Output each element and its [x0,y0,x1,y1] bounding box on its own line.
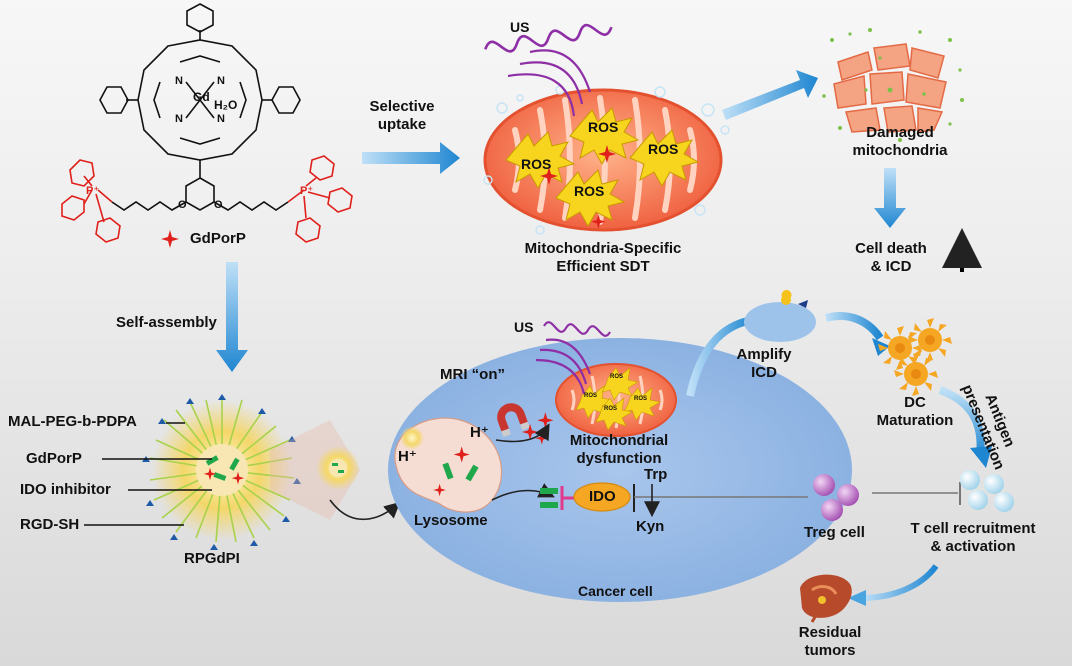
damaged-mitochondrion [822,28,964,142]
lysosome-label: Lysosome [414,512,488,529]
damaged-mito-label: Damaged mitochondria [852,124,948,159]
legend-leaders [84,422,212,526]
cell-death-label: Cell death & ICD [855,240,927,275]
gdporp-label: GdPorP [190,230,246,247]
rpgdpi-nanoparticle [142,394,301,550]
h2o-label: H₂O [214,98,238,112]
t-cells [960,470,1014,512]
p-atom-left: P⁺ [86,185,100,197]
kyn-label: Kyn [636,518,665,535]
us-wave-top-lines [507,49,592,117]
n-atom-1: N [175,75,183,87]
mito-dysfunction-label: Mitochondrial dysfunction [569,432,669,467]
to-ido-arrow [491,483,555,501]
liver-icon [800,574,852,623]
ros-small-2: ROS [610,374,624,380]
hplus-arrow [495,423,550,443]
cancer-cell-label: Cancer cell [578,583,653,599]
t-cell-label: T cell recruitment & activation [910,520,1036,555]
dc-cells [878,318,952,396]
mri-on-label: MRI “on” [440,366,505,383]
mri-magnet-icon [497,403,530,438]
gd-atom-label: Gd [193,90,210,104]
antigen-arrow [938,386,985,457]
ros-label-1: ROS [521,156,552,172]
us-label-bottom: US [514,319,534,335]
to-cell-death-arrow [874,168,906,228]
zoom-beam [270,420,360,520]
us-wave-bottom [535,321,611,395]
us-label-top: US [510,19,530,35]
amplify-icd-label: Amplify ICD [736,346,792,381]
hplus-label-b: H⁺ [470,424,489,441]
gdporp-molecule [99,3,301,211]
ido-label: IDO [589,488,616,505]
lysosome [394,417,503,513]
amplify-icd-cell [744,290,816,342]
self-assembly-arrow [216,262,248,372]
to-tumor-arrow [861,564,939,601]
selective-uptake-arrow [362,142,460,174]
ros-small-4: ROS [604,406,618,412]
tpp-left [61,159,121,243]
self-assembly-label: Self-assembly [116,314,217,331]
to-damaged-arrow [722,70,818,120]
to-lysosome-arrow [329,499,401,521]
hplus-label-a: H⁺ [398,448,417,465]
gdporp-star-legend [161,230,179,248]
ros-label-2: ROS [588,119,619,135]
n-atom-3: N [175,113,183,125]
ros-label-3: ROS [648,141,679,157]
o-atom-1: O [178,199,187,211]
mal-peg-label: MAL-PEG-b-PDPA [8,413,137,430]
selective-uptake-label: Selective uptake [369,98,435,133]
mito-specific-label: Mitochondria-Specific Efficient SDT [524,240,682,275]
gdporp-legend-label: GdPorP [26,450,82,467]
ros-label-4: ROS [574,183,605,199]
to-amplify-arrow [686,316,753,397]
residual-tumors-label: Residual tumors [798,624,862,659]
rpgdpi-label: RPGdPI [184,550,240,567]
trp-label: Trp [644,466,668,483]
ido-inhibitor-pair [540,486,574,510]
us-wave-top [484,23,613,53]
n-atom-4: N [217,113,225,125]
p-atom-right: P⁺ [300,185,314,197]
top-mitochondrion [483,85,730,235]
ros-small-1: ROS [584,393,598,399]
to-dc-arrow [824,312,884,341]
rgd-sh-label: RGD-SH [20,516,80,533]
cancer-cell-body [388,338,852,602]
ido-inhibitor-label: IDO inhibitor [20,481,111,498]
treg-cell-label: Treg cell [804,524,865,541]
treg-cells [813,474,859,521]
ido-enzyme [573,482,631,512]
tpp-right [287,155,353,243]
small-nanoparticle [316,446,360,490]
ros-small-3: ROS [634,396,648,402]
dc-maturation-label: DC Maturation [876,394,954,429]
o-atom-2: O [214,199,223,211]
n-atom-2: N [217,75,225,87]
